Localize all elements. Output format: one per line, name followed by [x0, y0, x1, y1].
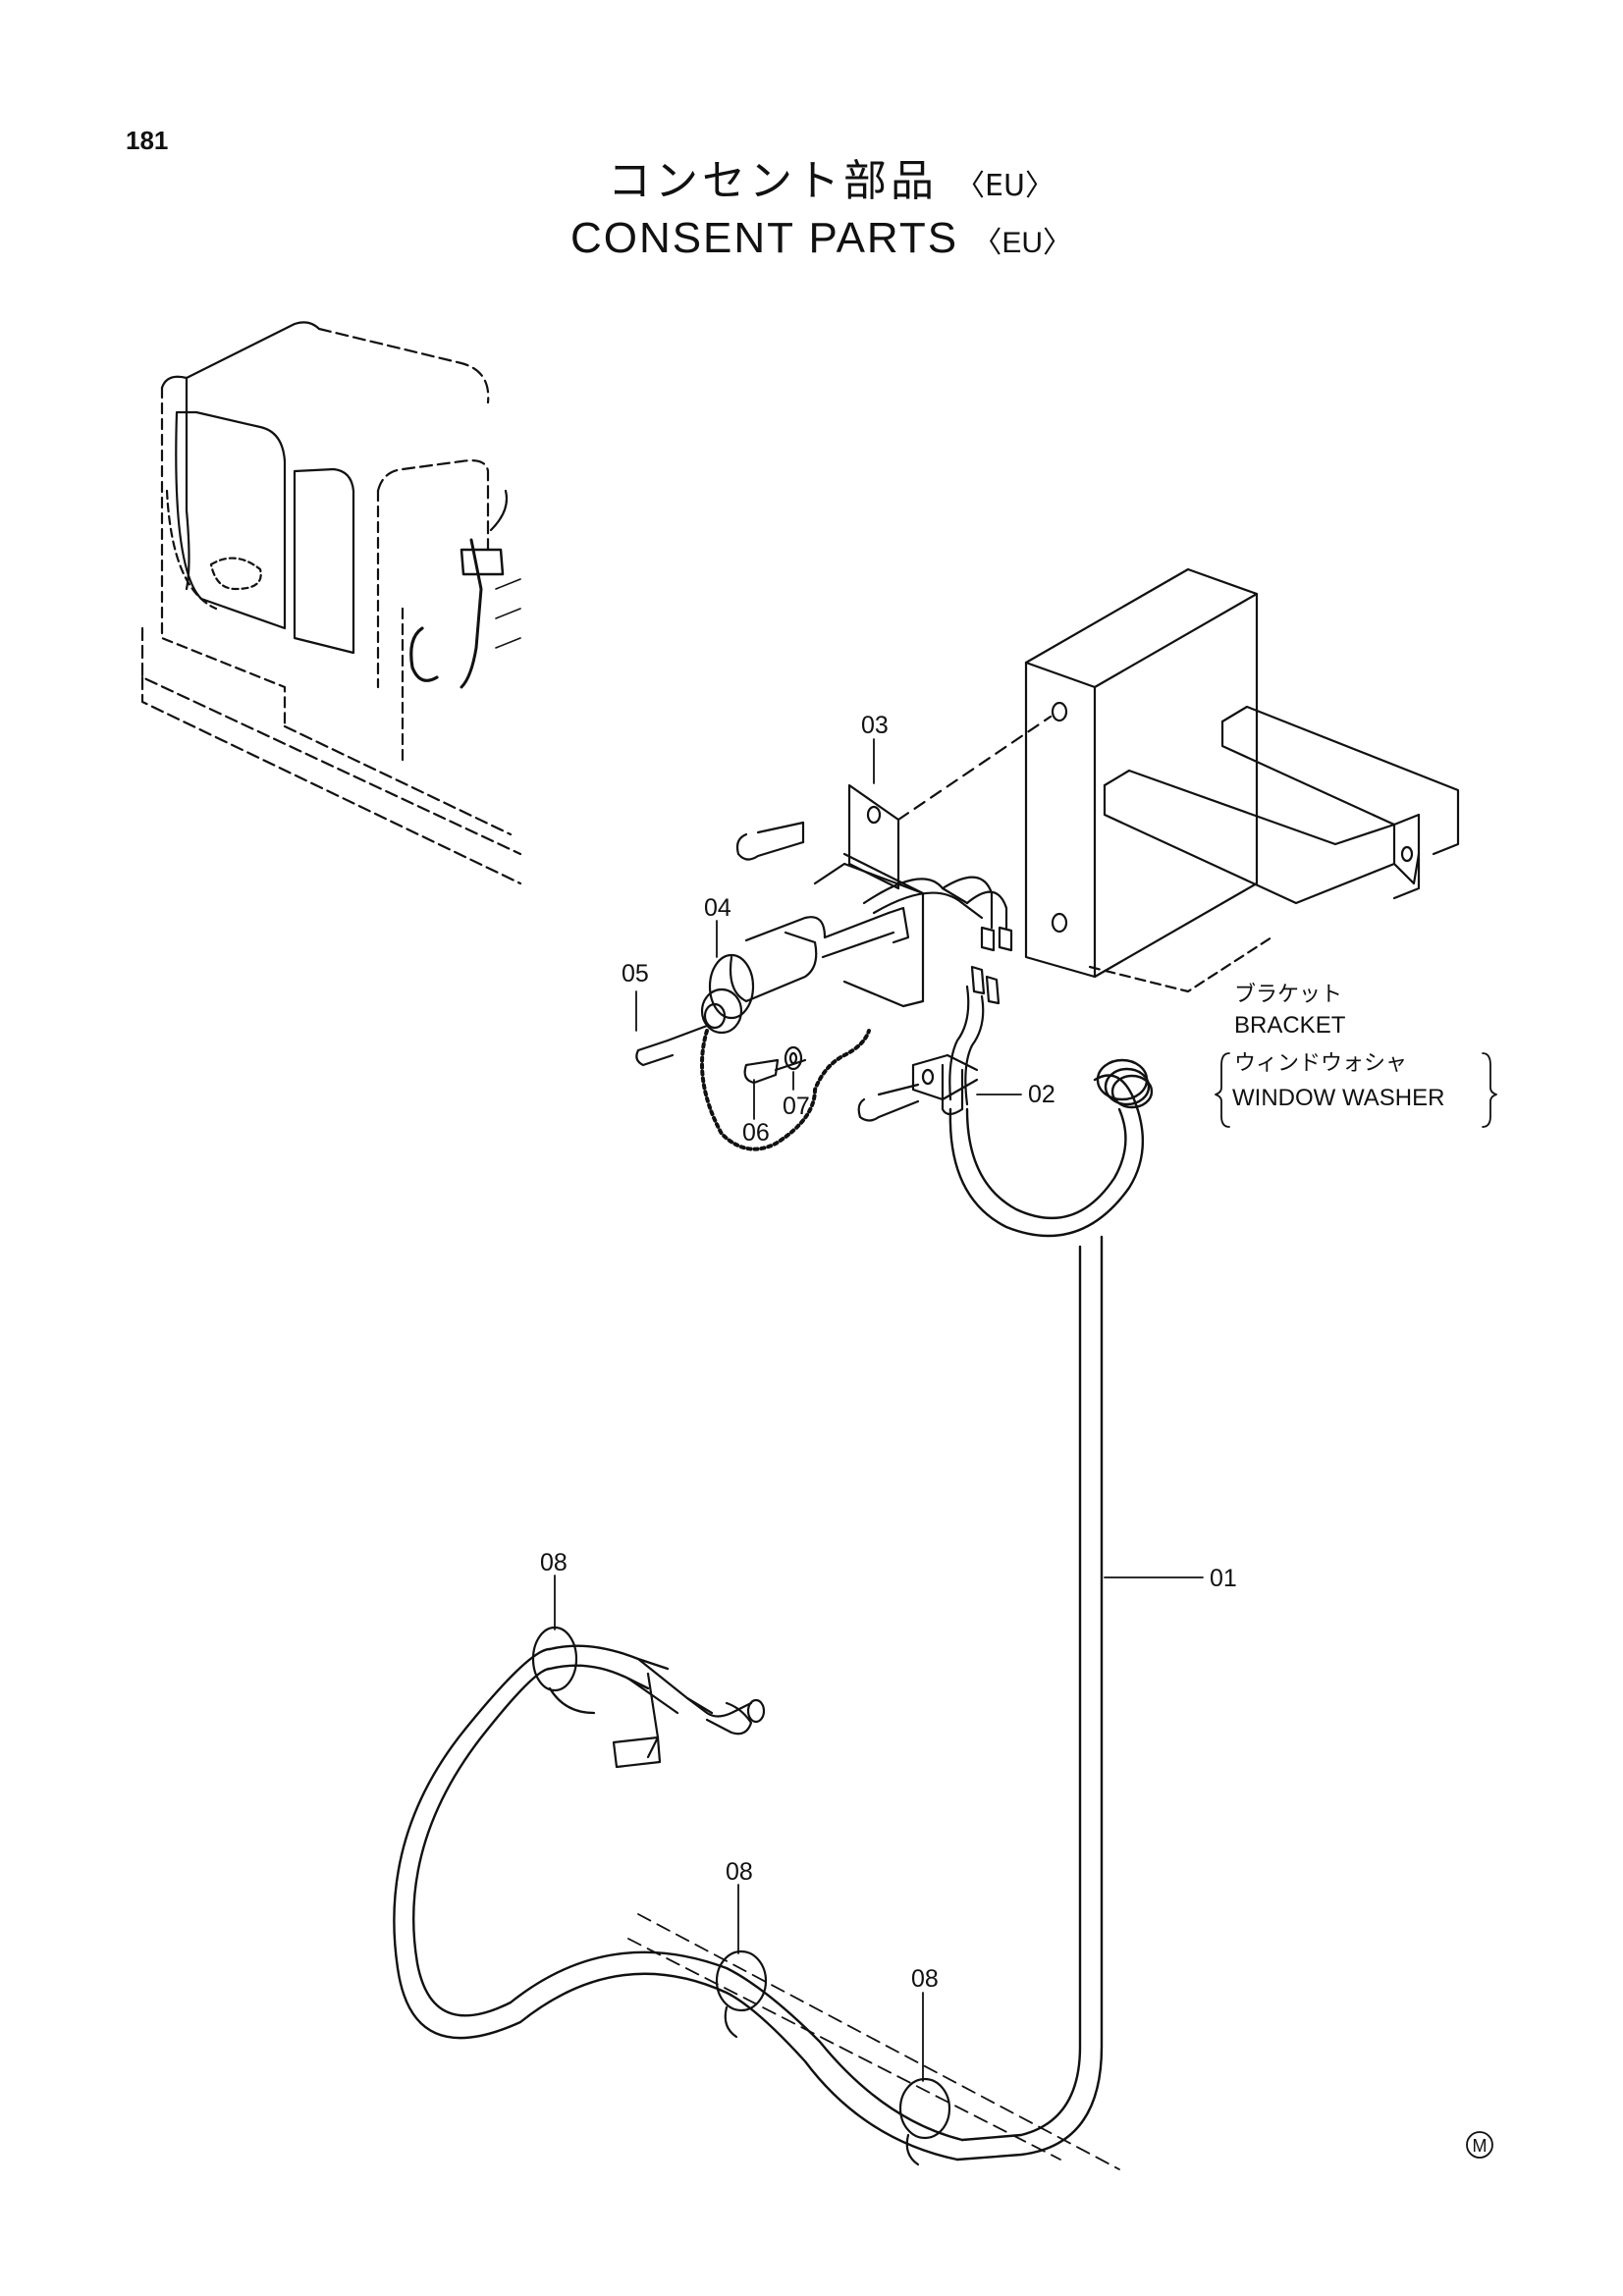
note-washer-en: WINDOW WASHER [1232, 1085, 1444, 1111]
title-japanese: コンセント部品 〈EU〉 [608, 156, 1055, 206]
callout-06: 06 [742, 1119, 770, 1147]
bracket-window-washer [1024, 567, 1460, 993]
title-english: CONSENT PARTS 〈EU〉 [569, 214, 1073, 262]
callout-02: 02 [1028, 1081, 1055, 1108]
page-title: コンセント部品 〈EU〉 CONSENT PARTS 〈EU〉 [0, 145, 1623, 263]
callout-04: 04 [704, 894, 731, 922]
title-region-suffix-en: 〈EU〉 [972, 227, 1073, 259]
m-mark: M [1466, 2131, 1493, 2159]
callout-08-bottom: 08 [911, 1965, 939, 1993]
callout-08-top: 08 [540, 1549, 568, 1576]
m-mark-letter: M [1473, 2136, 1488, 2156]
cab-overview [140, 321, 522, 885]
title-region-suffix-jp: 〈EU〉 [955, 169, 1055, 203]
consent-assembly [635, 715, 1053, 1151]
note-washer-jp: ウィンドウォシャ [1234, 1051, 1407, 1076]
note-bracket-jp: ブラケット [1234, 983, 1342, 1007]
note-bracket-en: BRACKET [1234, 1012, 1346, 1039]
callout-08-middle: 08 [726, 1858, 753, 1886]
callout-01: 01 [1210, 1565, 1237, 1592]
page-number: 181 [126, 126, 169, 155]
harness-cable [393, 1058, 1154, 2170]
callout-leaders [554, 738, 1497, 2082]
callout-03: 03 [861, 712, 889, 739]
callout-05: 05 [622, 960, 649, 988]
callout-07: 07 [783, 1093, 810, 1120]
